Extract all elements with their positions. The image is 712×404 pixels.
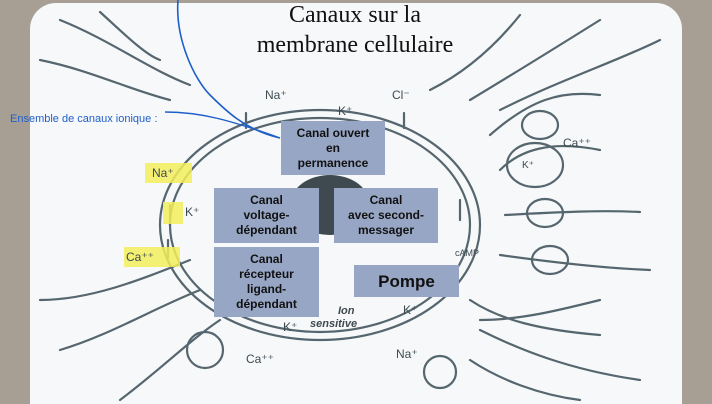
label-na-left: Na⁺: [152, 166, 174, 180]
label-cl-top: Cl⁻: [392, 88, 410, 102]
highlight-k: [163, 202, 183, 224]
label-k-inside: K⁺: [522, 160, 534, 171]
label-ca-right: Ca⁺⁺: [563, 136, 592, 150]
label-k-bottom-right: K⁺: [403, 303, 418, 317]
highlight-ca: [124, 247, 180, 267]
title-line-2: membrane cellulaire: [256, 32, 454, 58]
label-na-bottom: Na⁺: [396, 347, 418, 361]
box-pompe: Pompe: [354, 265, 459, 297]
box-canal-voltage: Canal voltage- dépendant: [214, 188, 319, 243]
label-k-top: K⁺: [338, 104, 353, 118]
title-line-1: Canaux sur la: [289, 2, 421, 28]
label-ca-bottom: Ca⁺⁺: [246, 352, 275, 366]
label-ca-left: Ca⁺⁺: [126, 250, 155, 264]
label-k-bottom-left: K⁺: [283, 320, 298, 334]
box-canal-ouvert: Canal ouvert en permanence: [281, 121, 385, 175]
label-sensitive: sensitive: [310, 318, 358, 330]
box-canal-second-messager: Canal avec second- messager: [334, 188, 438, 243]
label-camp: cAMP: [455, 248, 480, 258]
label-ion: Ion: [338, 305, 355, 317]
slide-title: Canaux sur la membrane cellulaire: [230, 0, 480, 60]
highlight-na: [145, 163, 192, 183]
box-canal-ligand: Canal récepteur ligand- dépendant: [214, 247, 319, 317]
label-na-top: Na⁺: [265, 88, 287, 102]
label-k-left: K⁺: [185, 205, 200, 219]
note-text: Ensemble de canaux ionique :: [10, 113, 158, 125]
